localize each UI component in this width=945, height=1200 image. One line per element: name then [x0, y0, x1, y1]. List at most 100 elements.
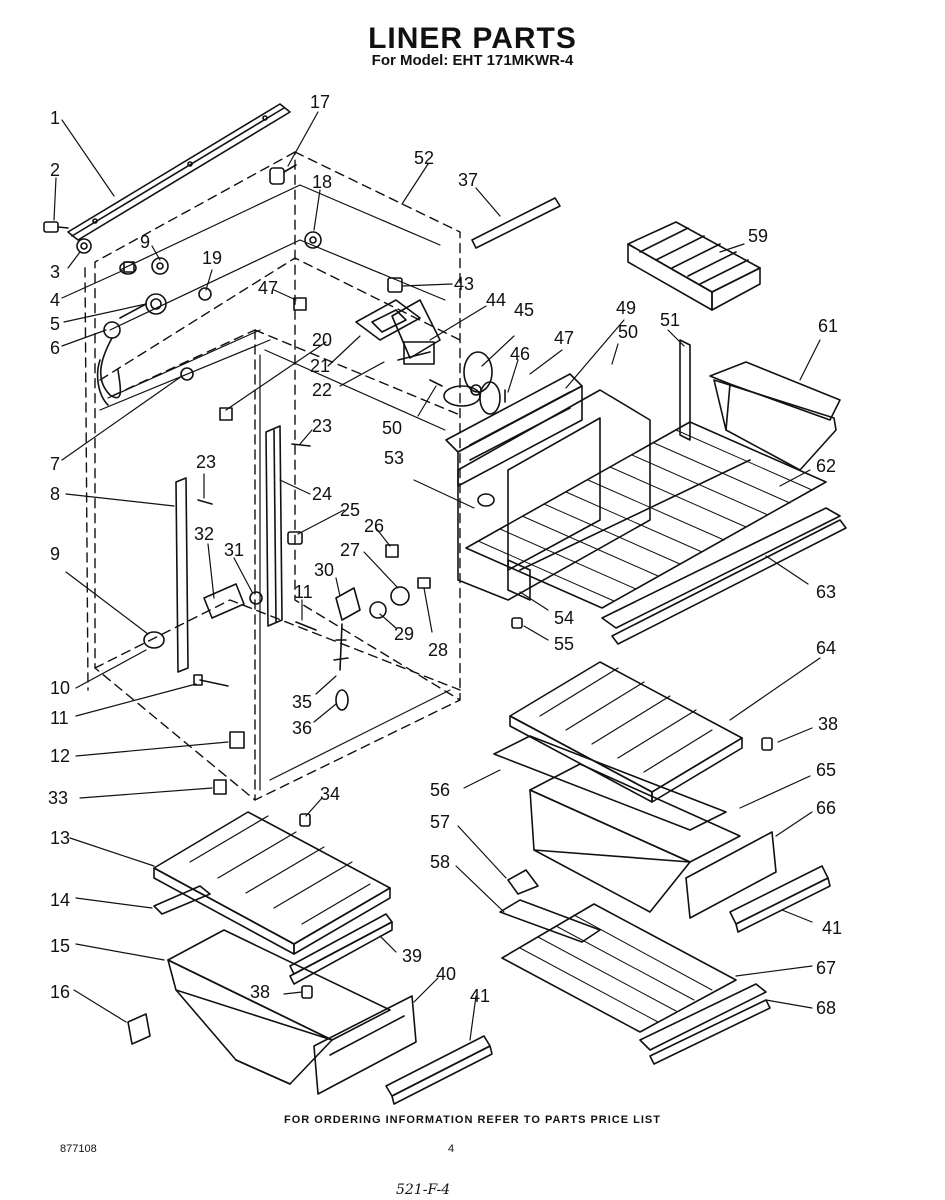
part-68-shelf-trim — [639, 983, 771, 1065]
callout-13: 13 — [50, 828, 70, 848]
callout-19: 19 — [202, 248, 222, 268]
part-12-bracket — [229, 731, 245, 749]
document-number: 877108 — [60, 1143, 97, 1155]
part-35-probe — [333, 623, 349, 671]
part-10-cap — [143, 631, 165, 649]
part-43-bracket — [387, 277, 403, 293]
part-54-bracket — [507, 559, 531, 601]
part-63-shelf-trim — [601, 507, 847, 645]
part-67-wire-shelf — [501, 903, 737, 1033]
callout-16: 16 — [50, 982, 70, 1002]
callout-58: 58 — [430, 852, 450, 872]
part-24-rail — [265, 425, 283, 627]
callout-28: 28 — [428, 640, 448, 660]
part-31-clip — [249, 591, 263, 605]
part-45-fan-blade — [443, 351, 501, 415]
part-21-damper-housing — [355, 299, 421, 341]
callout-37: 37 — [458, 170, 478, 190]
part-41-trim-right — [729, 865, 831, 933]
part-19-grommet — [198, 287, 212, 301]
callout-66: 66 — [816, 798, 836, 818]
callout-8: 8 — [50, 484, 60, 504]
part-27-knob — [390, 586, 410, 606]
part-15-crisper-drawer — [167, 929, 391, 1085]
part-56-frame — [493, 735, 727, 831]
part-17-plug — [269, 164, 297, 185]
callout-3: 3 — [50, 262, 60, 282]
callout-47-right: 47 — [554, 328, 574, 348]
callout-53: 53 — [384, 448, 404, 468]
callout-52: 52 — [414, 148, 434, 168]
callout-50-left: 50 — [382, 418, 402, 438]
part-4-knob — [119, 261, 137, 275]
part-34-screw — [299, 813, 311, 827]
callout-39: 39 — [402, 946, 422, 966]
part-2-screw — [43, 221, 69, 233]
part-64-crisper-cover — [509, 661, 743, 803]
callout-54: 54 — [554, 608, 574, 628]
part-1-trim-strip — [67, 103, 291, 241]
part-38-screw-right — [761, 737, 773, 751]
part-53-panel — [457, 389, 651, 601]
callout-27: 27 — [340, 540, 360, 560]
callout-23-lower: 23 — [196, 452, 216, 472]
callout-24: 24 — [312, 484, 332, 504]
part-36-tip — [335, 689, 349, 711]
part-16-clip — [127, 1013, 151, 1045]
callout-23-upper: 23 — [312, 416, 332, 436]
part-47-clip — [293, 297, 307, 311]
part-14-trim — [153, 885, 211, 915]
liner-outline — [84, 151, 461, 801]
callout-34: 34 — [320, 784, 340, 804]
callout-43: 43 — [454, 274, 474, 294]
part-33-clip — [213, 779, 227, 795]
callout-9-lower: 9 — [50, 544, 60, 564]
part-32-bracket — [203, 583, 245, 619]
part-40-drawer-front — [313, 995, 417, 1095]
part-26-nut — [385, 544, 399, 558]
callout-45: 45 — [514, 300, 534, 320]
callout-41-lower: 41 — [470, 986, 490, 1006]
callout-2: 2 — [50, 160, 60, 180]
callout-33: 33 — [48, 788, 68, 808]
callout-46: 46 — [510, 344, 530, 364]
callout-21: 21 — [310, 356, 330, 376]
callout-29: 29 — [394, 624, 414, 644]
part-57-clip — [507, 869, 539, 895]
part-30-holder — [335, 587, 361, 621]
handwritten-note: 521-F-4 — [396, 1182, 451, 1198]
part-65-crisper-drawer — [529, 763, 741, 913]
callout-11-lower: 11 — [50, 708, 69, 728]
callout-64: 64 — [816, 638, 836, 658]
callout-49: 49 — [616, 298, 636, 318]
callout-44: 44 — [486, 290, 506, 310]
part-20-clip — [219, 407, 233, 421]
part-11-screw-lower — [193, 674, 229, 687]
callout-labels: 1 2 3 4 5 6 7 8 9 10 11 12 33 13 14 15 1… — [48, 92, 842, 1018]
ordering-note: FOR ORDERING INFORMATION REFER TO PARTS … — [284, 1114, 661, 1126]
part-41-trim-lower — [385, 1035, 493, 1105]
callout-57: 57 — [430, 812, 450, 832]
callout-50-right: 50 — [618, 322, 638, 342]
callout-4: 4 — [50, 290, 60, 310]
callout-31: 31 — [224, 540, 244, 560]
part-44-duct — [391, 299, 441, 365]
part-62-wire-shelf — [465, 421, 827, 609]
callout-40: 40 — [436, 964, 456, 984]
part-8-rail — [175, 477, 189, 673]
callout-6: 6 — [50, 338, 60, 358]
callout-7: 7 — [50, 454, 60, 474]
callout-59: 59 — [748, 226, 768, 246]
part-38-screw-lower — [301, 985, 313, 999]
part-25-clip — [287, 531, 303, 545]
callout-51: 51 — [660, 310, 680, 330]
page-title: LINER PARTS — [368, 22, 577, 55]
callout-14: 14 — [50, 890, 70, 910]
callout-63: 63 — [816, 582, 836, 602]
part-11-screw-upper — [295, 621, 317, 631]
part-28-screw — [417, 577, 431, 589]
part-29-socket — [369, 601, 387, 619]
leader-lines — [53, 111, 821, 1041]
callout-32: 32 — [194, 524, 214, 544]
